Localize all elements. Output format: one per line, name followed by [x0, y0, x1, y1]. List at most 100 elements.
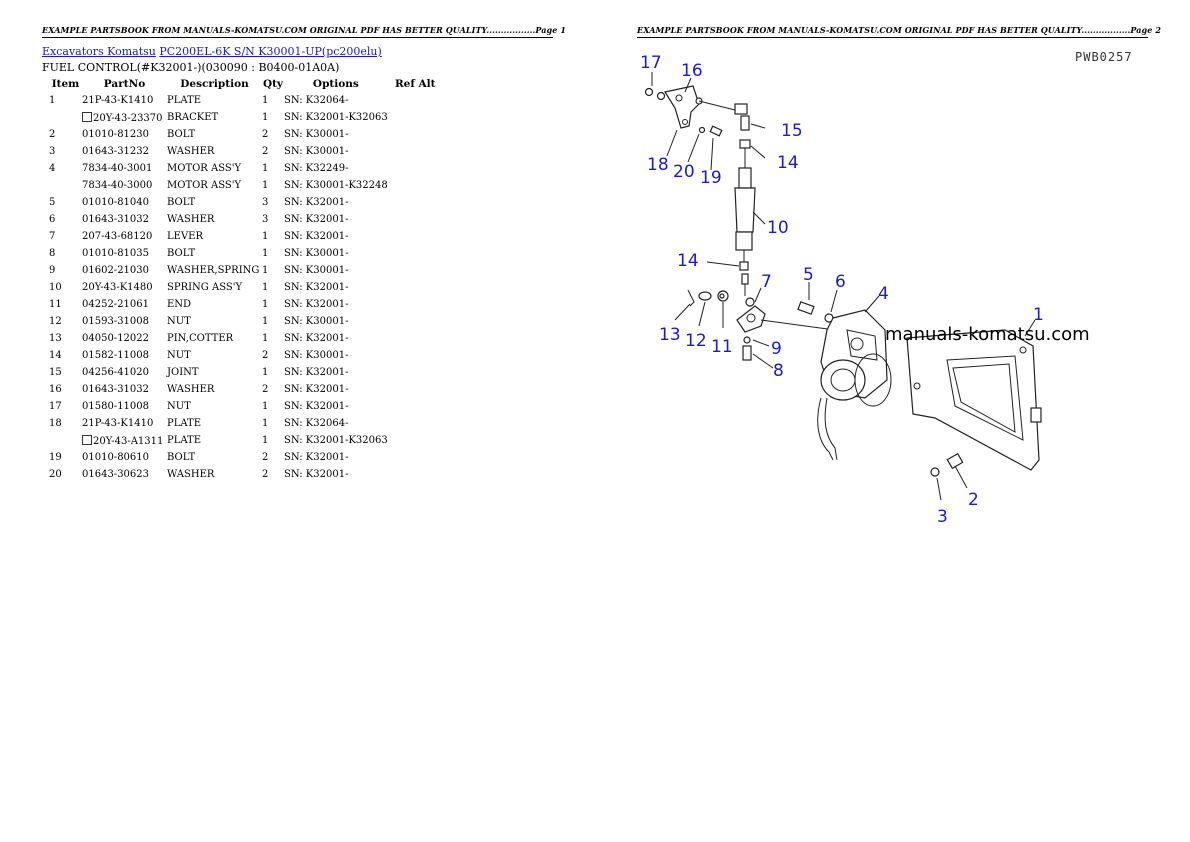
cell-description: NUT: [167, 401, 191, 412]
cell-description: WASHER: [167, 214, 215, 225]
cell-partno: 21P-43-K1410: [82, 95, 154, 106]
cell-description: MOTOR ASS'Y: [167, 180, 242, 191]
cell-ref-alt: [388, 279, 443, 296]
bracket-plate-drawing: [644, 85, 751, 168]
cell-qty: 1: [262, 95, 269, 106]
cell-partno: 20Y-43-23370: [82, 109, 167, 126]
cell-description: PIN,COTTER: [167, 333, 234, 344]
cell-item: 16: [49, 384, 62, 395]
cell-description: MOTOR ASS'Y: [167, 163, 242, 174]
cell-item: 10: [49, 282, 62, 293]
cell-partno: 7834-40-3000: [82, 180, 153, 191]
cell-options: SN: K30001-: [284, 265, 349, 276]
cell-item: 3: [49, 146, 56, 157]
breadcrumb: Excavators Komatsu PC200EL-6K S/N K30001…: [42, 45, 382, 58]
callout-3: 3: [937, 507, 948, 527]
callout-13: 13: [659, 325, 681, 345]
parts-list-page: EXAMPLE PARTSBOOK FROM MANUALS-KOMATSU.C…: [42, 25, 566, 483]
callout-11: 11: [711, 337, 733, 357]
cell-partno: 04252-21061: [82, 299, 150, 310]
cell-options: SN: K32001-: [284, 469, 349, 480]
cell-options: SN: K30001-: [284, 350, 349, 361]
cell-partno: 01010-81230: [82, 129, 150, 140]
cell-ref-alt: [388, 415, 443, 432]
section-title: FUEL CONTROL(#K32001-)(030090 : B0400-01…: [42, 61, 340, 74]
cell-ref-alt: [388, 347, 443, 364]
cell-ref-alt: [388, 381, 443, 398]
cell-item: 11: [49, 299, 62, 310]
cell-options: SN: K32064-: [284, 418, 349, 429]
table-header-row: Item PartNo Description Qty Options Ref …: [42, 76, 443, 92]
column-header-ref-alt: Ref Alt: [394, 78, 436, 90]
cell-options: SN: K30001-: [284, 129, 349, 140]
cell-description: JOINT: [167, 367, 199, 378]
cell-options: SN: K32001-: [284, 401, 349, 412]
cell-description: END: [167, 299, 192, 310]
cell-description: SPRING ASS'Y: [167, 282, 243, 293]
cell-options: SN: K30001-K32248: [284, 180, 388, 191]
cell-qty: 1: [262, 367, 269, 378]
cell-ref-alt: [388, 109, 443, 126]
callout-5: 5: [803, 265, 814, 285]
cell-options: SN: K32001-: [284, 384, 349, 395]
callout-14-upper: 14: [777, 153, 799, 173]
callout-8: 8: [773, 361, 784, 381]
cell-item: 19: [49, 452, 62, 463]
cell-ref-alt: [388, 466, 443, 483]
callout-6: 6: [835, 272, 846, 292]
cell-description: WASHER: [167, 384, 215, 395]
cell-ref-alt: [388, 177, 443, 194]
callout-16: 16: [681, 61, 703, 81]
part-number-text: 20Y-43-23370: [93, 112, 163, 124]
cell-options: SN: K32001-: [284, 452, 349, 463]
cell-ref-alt: [388, 92, 443, 109]
cell-ref-alt: [388, 296, 443, 313]
cell-item: 17: [49, 401, 62, 412]
breadcrumb-link-category[interactable]: Excavators Komatsu: [42, 45, 156, 58]
cell-ref-alt: [388, 262, 443, 279]
parts-table: Item PartNo Description Qty Options Ref …: [42, 76, 443, 483]
callout-17: 17: [640, 53, 662, 73]
column-header-partno: PartNo: [103, 78, 146, 90]
cell-partno: 04050-12022: [82, 333, 150, 344]
callout-12: 12: [685, 331, 707, 351]
cell-ref-alt: [388, 194, 443, 211]
cell-item: [42, 177, 82, 194]
cell-options: SN: K30001-: [284, 146, 349, 157]
cell-options: SN: K32001-: [284, 214, 349, 225]
cell-description: WASHER: [167, 146, 215, 157]
cell-description: BOLT: [167, 452, 196, 463]
cell-ref-alt: [388, 449, 443, 466]
cell-qty: 1: [262, 180, 269, 191]
callout-18: 18: [647, 155, 669, 175]
cell-ref-alt: [388, 160, 443, 177]
alternate-marker-icon: [82, 111, 92, 122]
cell-partno: 20Y-43-K1480: [82, 282, 153, 293]
cell-qty: 1: [262, 333, 269, 344]
cell-partno: 7834-40-3001: [82, 163, 153, 174]
cell-options: SN: K32001-: [284, 197, 349, 208]
cell-ref-alt: [388, 228, 443, 245]
cell-partno: 01602-21030: [82, 265, 150, 276]
cell-partno: 01010-81040: [82, 197, 150, 208]
cell-options: SN: K32001-: [284, 282, 349, 293]
callout-15: 15: [781, 121, 803, 141]
lever-drawing: [736, 297, 836, 361]
table-row: 7834-40-3000 MOTOR ASS'Y 1 SN: K30001-K3224…: [42, 177, 443, 194]
breadcrumb-link-model[interactable]: PC200EL-6K S/N K30001-UP(pc200elu): [159, 45, 382, 58]
page-header: EXAMPLE PARTSBOOK FROM MANUALS-KOMATSU.C…: [42, 25, 566, 38]
cell-ref-alt: [388, 245, 443, 262]
cell-item: 7: [49, 231, 56, 242]
cell-qty: 3: [262, 214, 269, 225]
cell-description: BOLT: [167, 197, 196, 208]
cell-partno: 01643-30623: [82, 469, 150, 480]
cell-qty: 2: [262, 129, 269, 140]
cell-description: WASHER: [167, 469, 215, 480]
